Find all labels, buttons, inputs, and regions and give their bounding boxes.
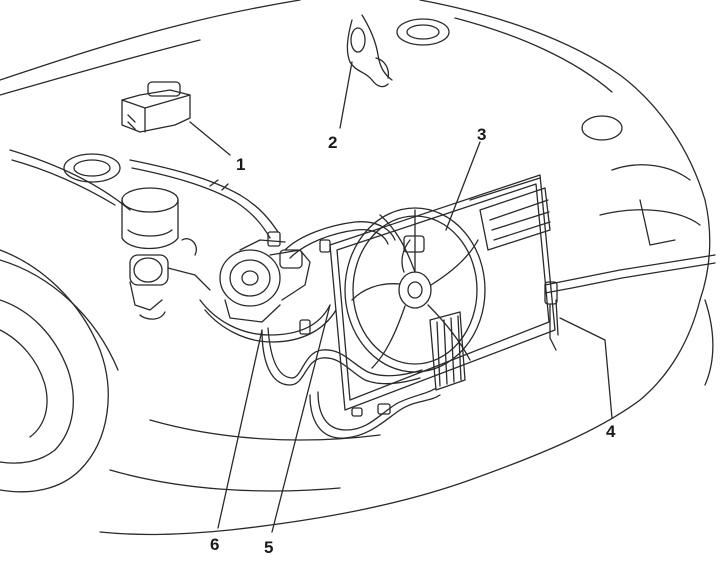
fluid-reservoir-box: [121, 81, 191, 133]
condenser: [329, 174, 556, 411]
leader-lines: [189, 61, 613, 533]
callout-2: 2: [328, 133, 337, 152]
leader-line-5: [271, 304, 331, 533]
refrigerant-hoses: [199, 221, 441, 439]
callout-1: 1: [236, 155, 245, 174]
throttle-cable: [129, 159, 279, 239]
front-wheel: [0, 249, 119, 493]
leader-line-1: [189, 121, 231, 156]
car-body-outline: [0, 0, 714, 536]
leader-line-6: [217, 329, 263, 529]
callout-4: 4: [606, 422, 616, 441]
leader-line-4a: [559, 317, 606, 341]
ac-compressor: [219, 239, 311, 323]
hood-bracket: [346, 14, 393, 88]
callout-6: 6: [210, 535, 219, 554]
leader-line-2: [339, 61, 353, 129]
leader-line-4b: [604, 339, 613, 419]
callout-5: 5: [264, 538, 273, 557]
brake-master-cylinder: [121, 187, 211, 320]
cooling-fan: [344, 207, 486, 373]
pressure-switch: [544, 254, 716, 351]
leader-line-3: [445, 141, 481, 231]
callout-3: 3: [477, 125, 486, 144]
